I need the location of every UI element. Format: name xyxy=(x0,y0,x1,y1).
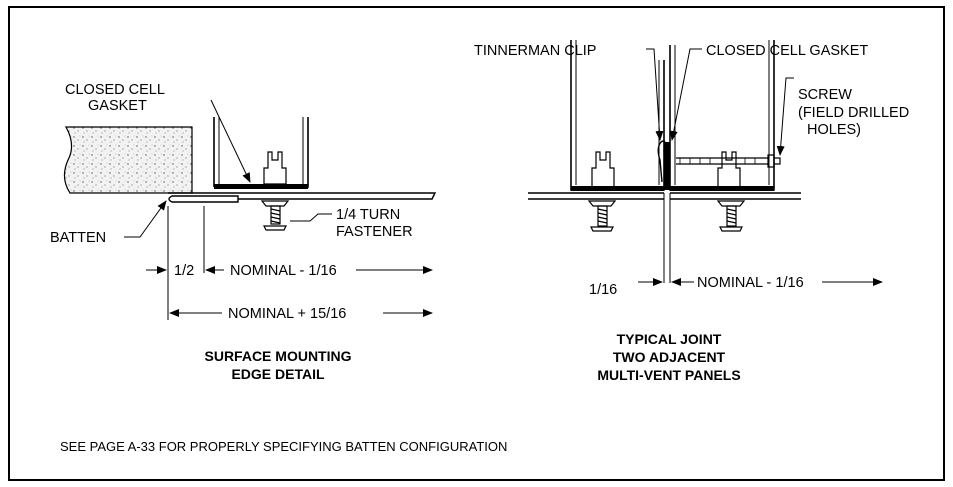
drawing-border xyxy=(8,6,945,481)
screw-leader xyxy=(776,77,794,156)
nominal-minus-label-right: NOMINAL - 1/16 xyxy=(697,275,804,291)
half-dimension-label: 1/2 xyxy=(174,263,194,279)
left-bracket xyxy=(591,151,615,186)
batten-label: BATTEN xyxy=(50,230,106,246)
gasket-leader-right xyxy=(669,48,702,141)
panel-face xyxy=(168,192,437,200)
footnote: SEE PAGE A-33 FOR PROPERLY SPECIFYING BA… xyxy=(60,439,507,454)
gap-dimension-label: 1/16 xyxy=(589,282,617,298)
left-caption-line2: EDGE DETAIL xyxy=(231,366,325,382)
typical-joint-detail xyxy=(528,40,883,286)
closed-cell-gasket xyxy=(214,184,308,189)
fastener-leader xyxy=(290,213,332,222)
clip-label: TINNERMAN CLIP xyxy=(474,43,596,59)
left-fastener xyxy=(587,200,617,232)
nominal-plus-label: NOMINAL + 15/16 xyxy=(228,306,346,322)
right-caption-line3: MULTI-VENT PANELS xyxy=(597,367,740,383)
left-panel-face xyxy=(528,192,664,200)
screw-label-line3: HOLES) xyxy=(807,122,861,138)
gasket-leader xyxy=(210,99,251,183)
right-panel-face xyxy=(670,192,801,200)
batten-leader xyxy=(124,200,167,238)
tinnerman-clip xyxy=(657,140,667,183)
gasket-label-line1: CLOSED CELL xyxy=(65,82,165,98)
gasket-label-right: CLOSED CELL GASKET xyxy=(706,43,868,59)
bracket xyxy=(263,151,287,185)
clip-leader xyxy=(646,48,664,141)
screw-label-line1: SCREW xyxy=(798,87,852,103)
fastener-label-line1: 1/4 TURN xyxy=(336,207,400,223)
ceiling-material-section xyxy=(63,126,193,194)
diffuser-channel xyxy=(213,117,309,188)
left-channel xyxy=(570,40,665,191)
right-fastener xyxy=(716,200,746,232)
right-bracket xyxy=(717,151,741,186)
surface-mounting-detail xyxy=(63,99,437,320)
nominal-minus-label-left: NOMINAL - 1/16 xyxy=(230,263,337,279)
left-caption-line1: SURFACE MOUNTING xyxy=(205,348,352,364)
fastener-label-line2: FASTENER xyxy=(336,224,413,240)
right-caption-line1: TYPICAL JOINT xyxy=(617,331,722,347)
gasket-label-line2: GASKET xyxy=(88,98,147,114)
screw-label-line2: (FIELD DRILLED xyxy=(798,105,909,121)
joint-gasket xyxy=(664,142,670,190)
right-caption-line2: TWO ADJACENT xyxy=(613,349,726,365)
screw-rod xyxy=(676,157,768,165)
quarter-turn-fastener xyxy=(260,200,290,231)
batten-profile xyxy=(168,195,239,203)
